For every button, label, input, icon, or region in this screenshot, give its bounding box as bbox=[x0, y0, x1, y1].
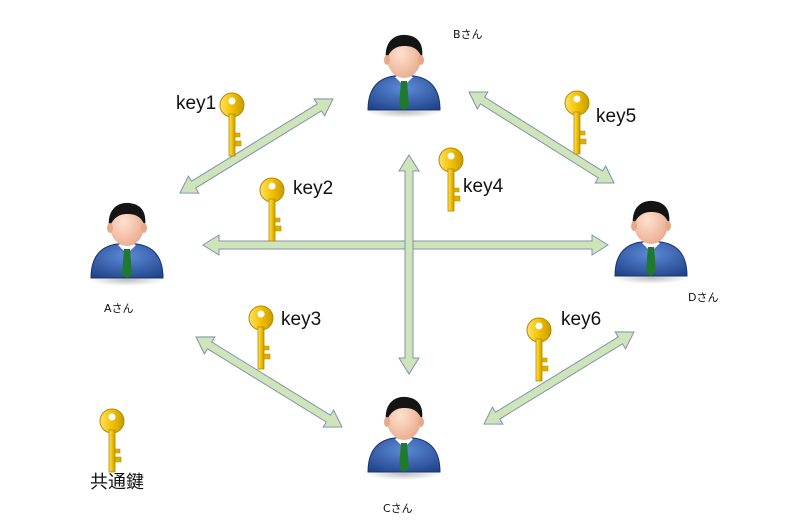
arrow-c-d bbox=[483, 331, 635, 425]
keys-group bbox=[99, 90, 590, 473]
person-d-label: Dさん bbox=[688, 291, 719, 304]
key4-label: key4 bbox=[463, 176, 504, 197]
arrow-b-c bbox=[398, 154, 420, 375]
key6-icon bbox=[526, 317, 552, 382]
person-b-label: Bさん bbox=[453, 28, 483, 41]
key3-label: key3 bbox=[281, 309, 322, 330]
key6-label: key6 bbox=[561, 309, 602, 330]
person-b-icon bbox=[365, 34, 443, 119]
person-d-icon bbox=[612, 200, 690, 285]
legend-key-icon bbox=[99, 408, 125, 473]
person-c-label: Cさん bbox=[383, 502, 413, 515]
person-c-icon bbox=[365, 396, 443, 481]
key5-icon bbox=[564, 90, 590, 155]
key5-label: key5 bbox=[596, 106, 637, 127]
arrow-b-d bbox=[468, 91, 615, 184]
key2-icon bbox=[259, 177, 285, 242]
key3-icon bbox=[248, 305, 274, 370]
arrows-group bbox=[179, 91, 635, 428]
key4-icon bbox=[438, 147, 464, 212]
key2-label: key2 bbox=[293, 178, 334, 199]
key1-label: key1 bbox=[176, 93, 217, 114]
person-a-label: Aさん bbox=[104, 302, 134, 315]
arrow-a-c bbox=[195, 336, 343, 428]
key1-icon bbox=[219, 92, 245, 157]
arrow-a-b bbox=[179, 98, 334, 194]
person-a-icon bbox=[88, 202, 166, 287]
legend-label: 共通鍵 bbox=[90, 472, 144, 493]
